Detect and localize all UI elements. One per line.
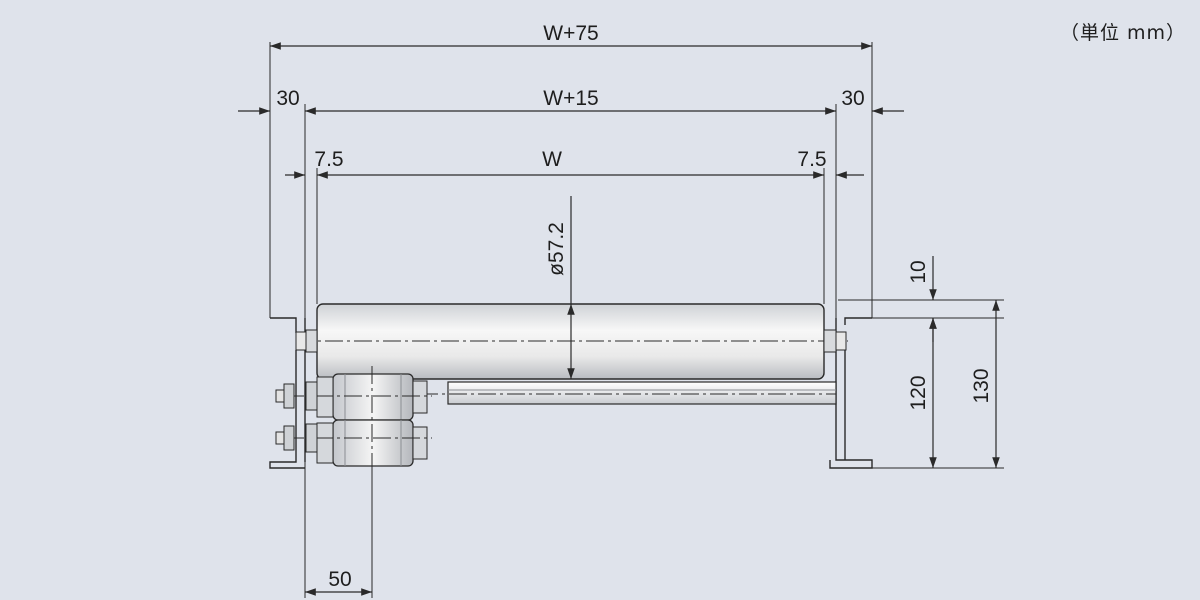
lower-guide-wheel <box>286 419 432 467</box>
dimension-left-flange: 30 <box>238 87 300 115</box>
dim-label-left-gap: 7.5 <box>314 148 343 171</box>
lower-rail <box>420 381 837 405</box>
right-frame-bracket <box>829 317 873 469</box>
dimension-right-gap: 7.5 <box>797 148 864 179</box>
main-roller <box>296 303 848 380</box>
dimension-overall-width: W+75 <box>270 22 872 50</box>
dimension-roller-diameter: ø57.2 <box>545 196 575 379</box>
dimension-roller-width: W <box>317 148 824 179</box>
dimension-total-height: 130 <box>970 300 1000 468</box>
dimension-wheel-spacing: 50 <box>305 568 372 596</box>
dimension-right-flange: 30 <box>841 87 904 115</box>
dim-label-roller-width: W <box>542 148 562 171</box>
dim-label-overall-width: W+75 <box>543 22 598 45</box>
dimension-frame-inner-width: W+15 <box>305 87 836 115</box>
unit-label: （単位 mm） <box>1059 22 1186 44</box>
dim-label-frame-inner-width: W+15 <box>543 87 598 110</box>
upper-wheel-bolt <box>275 381 318 411</box>
right-axle-nut <box>823 329 847 353</box>
dim-label-right-gap: 7.5 <box>797 148 826 171</box>
lower-wheel-bolt <box>275 423 318 453</box>
dimension-left-gap: 7.5 <box>285 148 344 179</box>
dim-label-top-offset: 10 <box>907 260 930 283</box>
dim-label-right-flange: 30 <box>841 87 864 110</box>
left-axle-nut <box>295 329 318 353</box>
dim-label-frame-height: 120 <box>907 375 930 410</box>
dim-label-left-flange: 30 <box>276 87 299 110</box>
dimension-frame-height: 120 <box>907 318 937 468</box>
dim-label-wheel-spacing: 50 <box>328 568 351 591</box>
dim-label-roller-diameter: ø57.2 <box>545 222 568 276</box>
dim-label-total-height: 130 <box>970 368 993 403</box>
dimension-top-offset: 10 <box>907 256 937 342</box>
